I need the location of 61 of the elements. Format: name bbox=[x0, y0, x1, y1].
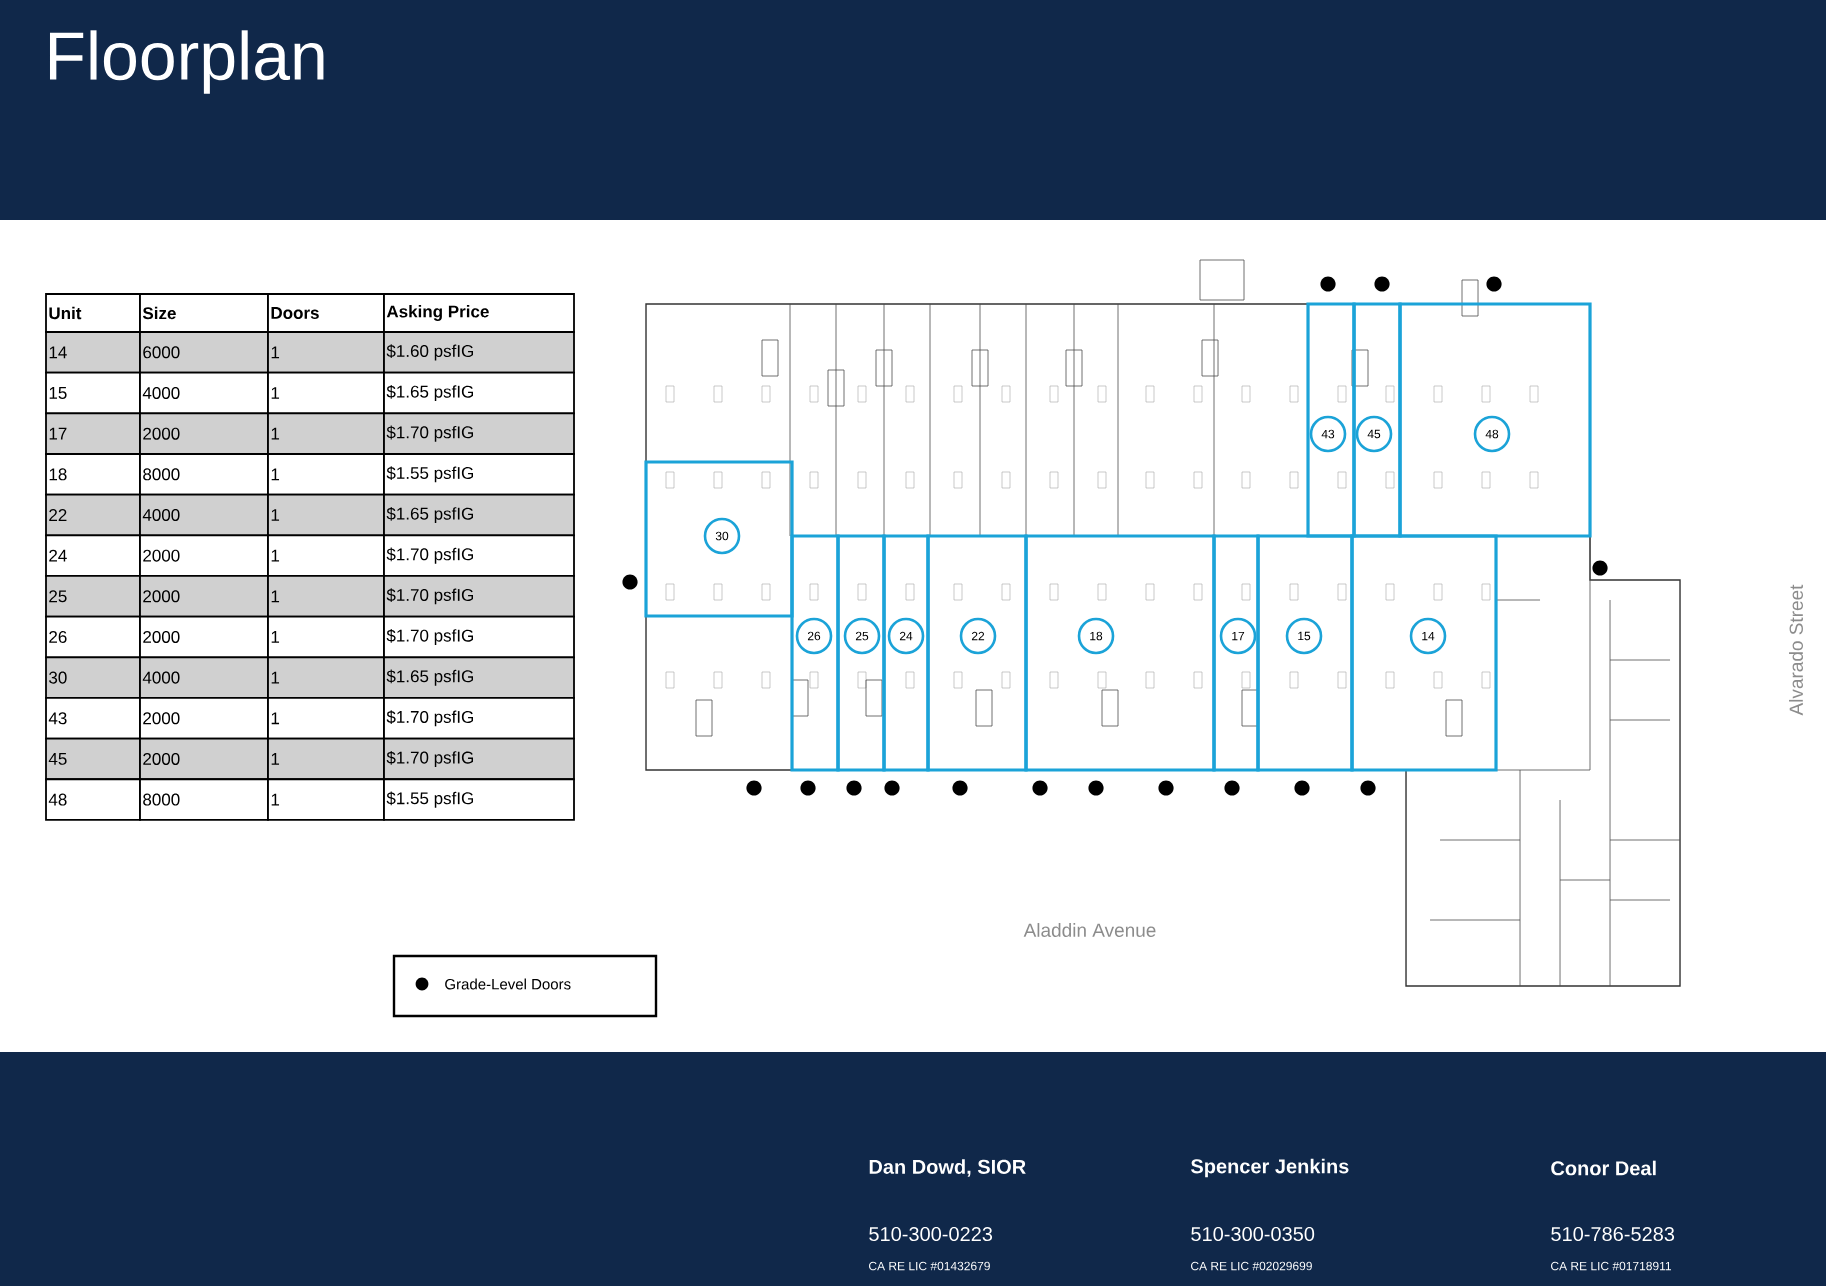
table-cell: $1.55 psfIG bbox=[383, 778, 575, 821]
table-cell: 48 bbox=[45, 778, 141, 821]
table-cell: 1 bbox=[267, 412, 385, 455]
table-cell: 17 bbox=[45, 412, 141, 455]
contact-name: Conor Deal bbox=[1551, 1160, 1656, 1176]
table-cell: 1 bbox=[267, 575, 385, 618]
table-cell: 22 bbox=[45, 493, 141, 537]
table-cell: 1 bbox=[267, 615, 385, 659]
phone-number: 510-300-0350 bbox=[1191, 1226, 1315, 1242]
table-header-cell: Doors bbox=[267, 293, 385, 333]
table-cell: 4000 bbox=[139, 493, 269, 537]
table-cell: 2000 bbox=[139, 575, 269, 618]
table-cell: 1 bbox=[267, 778, 385, 821]
table-cell: 4000 bbox=[139, 656, 269, 699]
table-cell: 26 bbox=[45, 615, 141, 659]
table-cell: $1.65 psfIG bbox=[383, 371, 575, 415]
contact-name: Dan Dowd, SIOR bbox=[869, 1159, 1026, 1177]
table-cell: $1.70 psfIG bbox=[383, 412, 575, 455]
table-cell: $1.70 psfIG bbox=[383, 697, 575, 740]
table-cell: $1.65 psfIG bbox=[383, 493, 575, 537]
phone-number: 510-300-0223 bbox=[869, 1226, 993, 1242]
table-cell: 1 bbox=[267, 534, 385, 577]
table-cell: 2000 bbox=[139, 534, 269, 577]
table-cell: $1.65 psfIG bbox=[383, 656, 575, 699]
table-cell: 1 bbox=[267, 331, 385, 374]
table-cell: $1.70 psfIG bbox=[383, 615, 575, 659]
table-cell: 45 bbox=[45, 737, 141, 781]
table-cell: 43 bbox=[45, 697, 141, 740]
title: Floorplan bbox=[50, 30, 324, 94]
table-cell: 1 bbox=[267, 656, 385, 699]
table-cell: 4000 bbox=[139, 371, 269, 415]
table-cell: 30 bbox=[45, 656, 141, 699]
table-header-cell: Unit bbox=[45, 293, 141, 333]
table-cell: 2000 bbox=[139, 412, 269, 455]
table-cell: 2000 bbox=[139, 697, 269, 740]
street-name: Alvarado Street bbox=[1789, 584, 1803, 716]
table-cell: 1 bbox=[267, 453, 385, 496]
table-cell: 15 bbox=[45, 371, 141, 415]
table-cell: 1 bbox=[267, 697, 385, 740]
table-cell: 25 bbox=[45, 575, 141, 618]
table-cell: 1 bbox=[267, 371, 385, 415]
table-cell: $1.70 psfIG bbox=[383, 575, 575, 618]
table-cell: 18 bbox=[45, 453, 141, 496]
phone-number: 510-786-5283 bbox=[1551, 1226, 1675, 1242]
table-cell: 8000 bbox=[139, 453, 269, 496]
table-header-cell: Size bbox=[139, 293, 269, 333]
table-cell: 8000 bbox=[139, 778, 269, 821]
table-header-cell: Asking Price bbox=[383, 293, 575, 333]
table-cell: $1.55 psfIG bbox=[383, 453, 575, 496]
table-cell: 2000 bbox=[139, 615, 269, 659]
contact-name: Spencer Jenkins bbox=[1191, 1158, 1349, 1178]
table-cell: 14 bbox=[45, 331, 141, 374]
table-cell: 1 bbox=[267, 737, 385, 781]
table-cell: 2000 bbox=[139, 737, 269, 781]
table-cell: $1.60 psfIG bbox=[383, 331, 575, 374]
table-cell: 1 bbox=[267, 493, 385, 537]
table-cell: $1.70 psfIG bbox=[383, 737, 575, 781]
table-cell: $1.70 psfIG bbox=[383, 534, 575, 577]
table-cell: 6000 bbox=[139, 331, 269, 374]
street-name: Aladdin Avenue bbox=[1023, 923, 1156, 937]
table-cell: 24 bbox=[45, 534, 141, 577]
